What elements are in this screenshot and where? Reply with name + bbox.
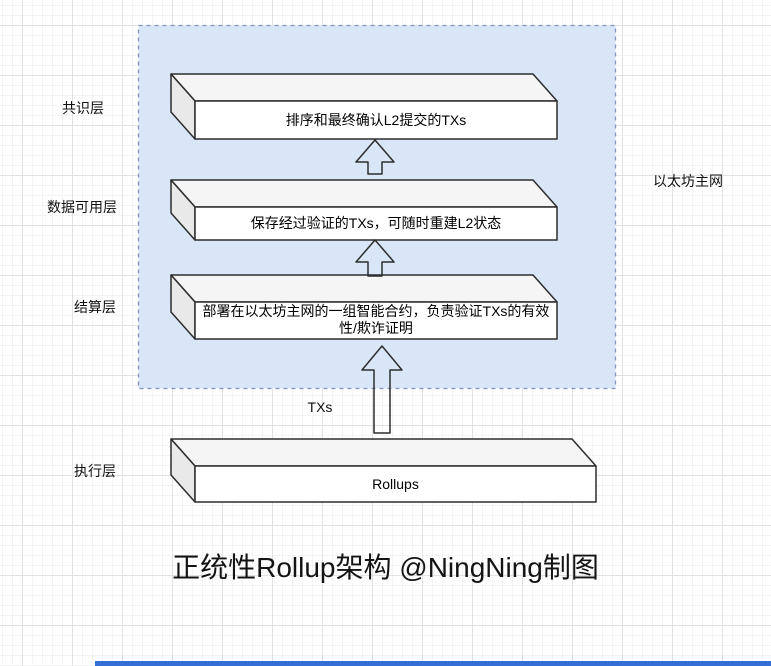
diagram-title: 正统性Rollup架构 @NingNing制图 (172, 552, 599, 583)
label-consensus-layer: 共识层 (62, 100, 104, 116)
label-ethereum-mainnet: 以太坊主网 (653, 173, 723, 189)
label-execution-layer: 执行层 (74, 463, 116, 479)
settlement-layer-cube[interactable] (170, 274, 558, 340)
arrow-up-to-consensus[interactable] (355, 139, 395, 175)
label-data-availability-layer: 数据可用层 (47, 199, 117, 215)
consensus-layer-cube[interactable] (170, 73, 558, 140)
window-edge-accent (95, 661, 771, 666)
consensus-box-text: 排序和最终确认L2提交的TXs (285, 111, 467, 128)
rollups-cube[interactable] (170, 438, 597, 503)
label-txs: TXs (307, 399, 333, 415)
data-availability-layer-cube[interactable] (170, 179, 558, 241)
settlement-box-text: 部署在以太坊主网的一组智能合约，负责验证TXs的有效性/欺诈证明 (202, 303, 550, 336)
rollups-box-text: Rollups (372, 475, 419, 492)
arrow-up-to-data-availability[interactable] (355, 239, 395, 277)
label-settlement-layer: 结算层 (74, 299, 116, 315)
data-availability-box-text: 保存经过验证的TXs，可随时重建L2状态 (250, 215, 502, 231)
arrow-txs-to-mainnet[interactable] (361, 345, 403, 434)
